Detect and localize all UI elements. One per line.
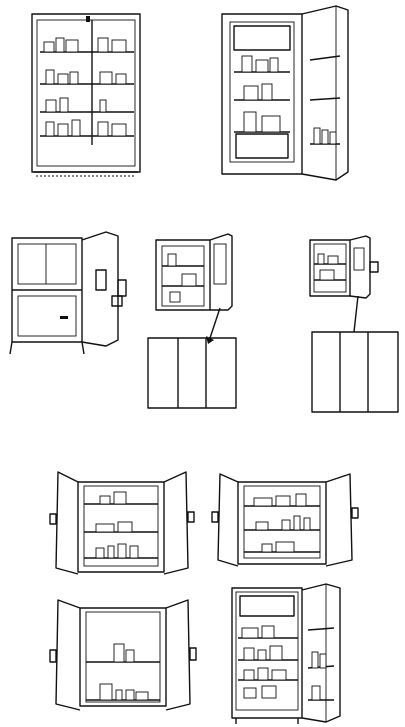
fridge-closed-stocked [31,13,141,177]
fridge-open-door [221,5,349,181]
wall-cabinet-small [155,233,233,344]
double-door-cabinet-b [211,473,359,567]
wall-cabinet-right [309,235,379,333]
double-door-cabinet-a [49,471,195,575]
double-door-cabinet-c [49,599,197,711]
cabinet-three-panel-right [311,331,399,413]
cabinet-three-panel-left [147,337,237,409]
fridge-open-full [231,583,341,724]
ice-chest-open [9,231,127,355]
